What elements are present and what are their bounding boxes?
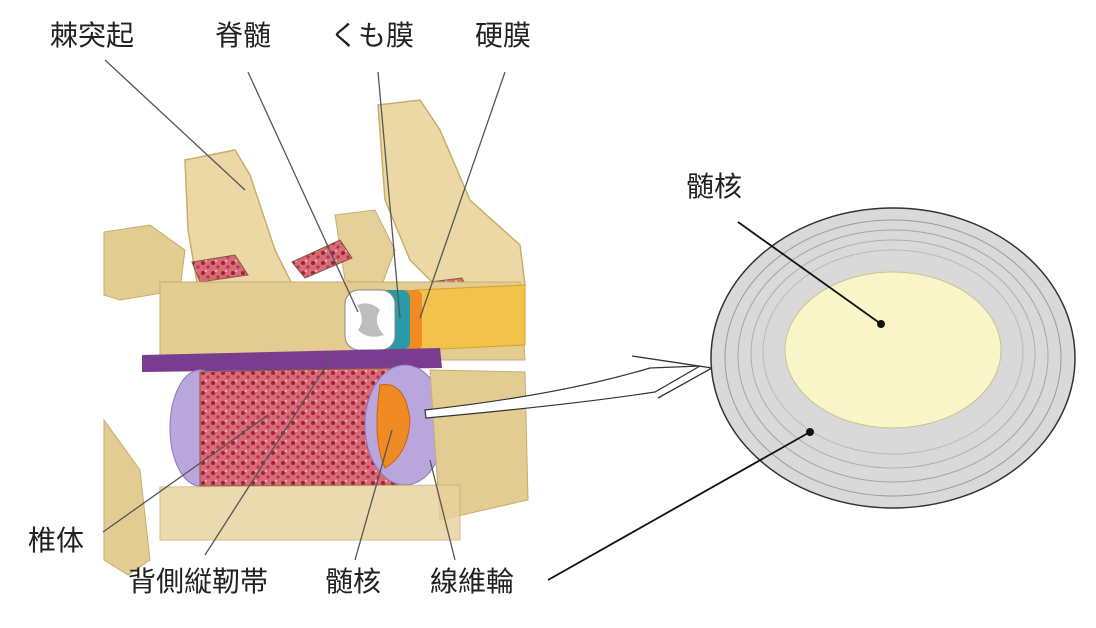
nucleus-pulposus bbox=[784, 271, 1002, 429]
leader-annulus bbox=[429, 459, 456, 561]
label-spinous-process: 棘突起 bbox=[50, 19, 135, 52]
label-dura: 硬膜 bbox=[475, 19, 532, 52]
leader-nucleus bbox=[354, 429, 393, 561]
arch-section-2 bbox=[291, 239, 353, 279]
annulus-ring-1 bbox=[724, 219, 1062, 497]
leader-body bbox=[102, 414, 269, 533]
zoom-band bbox=[424, 365, 701, 419]
label-annulus: 線維輪 bbox=[430, 565, 515, 598]
gray-matter bbox=[357, 303, 384, 337]
label-vertebral-body: 椎体 bbox=[28, 524, 85, 557]
leader-lines-left bbox=[102, 59, 506, 561]
label-nucleus-bottom: 髄核 bbox=[325, 565, 382, 598]
nucleus-shape bbox=[376, 383, 411, 469]
leader-spinous bbox=[104, 59, 246, 191]
disc-cross-section bbox=[547, 207, 1076, 581]
annulus-ring-3 bbox=[750, 239, 1036, 469]
leader-nucleus-right bbox=[737, 221, 882, 325]
lamina-middle bbox=[334, 209, 396, 291]
label-spinal-cord: 脊髄 bbox=[215, 19, 272, 52]
vertebra-illustration bbox=[103, 99, 529, 576]
leader-dura bbox=[419, 71, 506, 319]
leader-ligament bbox=[204, 359, 331, 556]
leader-arachnoid bbox=[377, 71, 401, 319]
arch-section-1 bbox=[191, 254, 249, 283]
label-nucleus-right: 髄核 bbox=[686, 170, 743, 203]
annulus-ring-4 bbox=[762, 249, 1024, 455]
label-posterior-ligament: 背側縦靭帯 bbox=[128, 565, 269, 598]
leader-annulus-right bbox=[547, 431, 811, 581]
lower-body-shadow bbox=[159, 484, 461, 541]
spinal-nerve bbox=[414, 284, 526, 351]
lower-process bbox=[103, 418, 151, 576]
spinous-process-right-shape bbox=[377, 99, 526, 301]
label-arachnoid: くも膜 bbox=[330, 19, 415, 52]
posterior-ligament-band bbox=[142, 348, 442, 372]
annulus-ring-2 bbox=[737, 229, 1049, 483]
leader-cord bbox=[247, 71, 359, 313]
